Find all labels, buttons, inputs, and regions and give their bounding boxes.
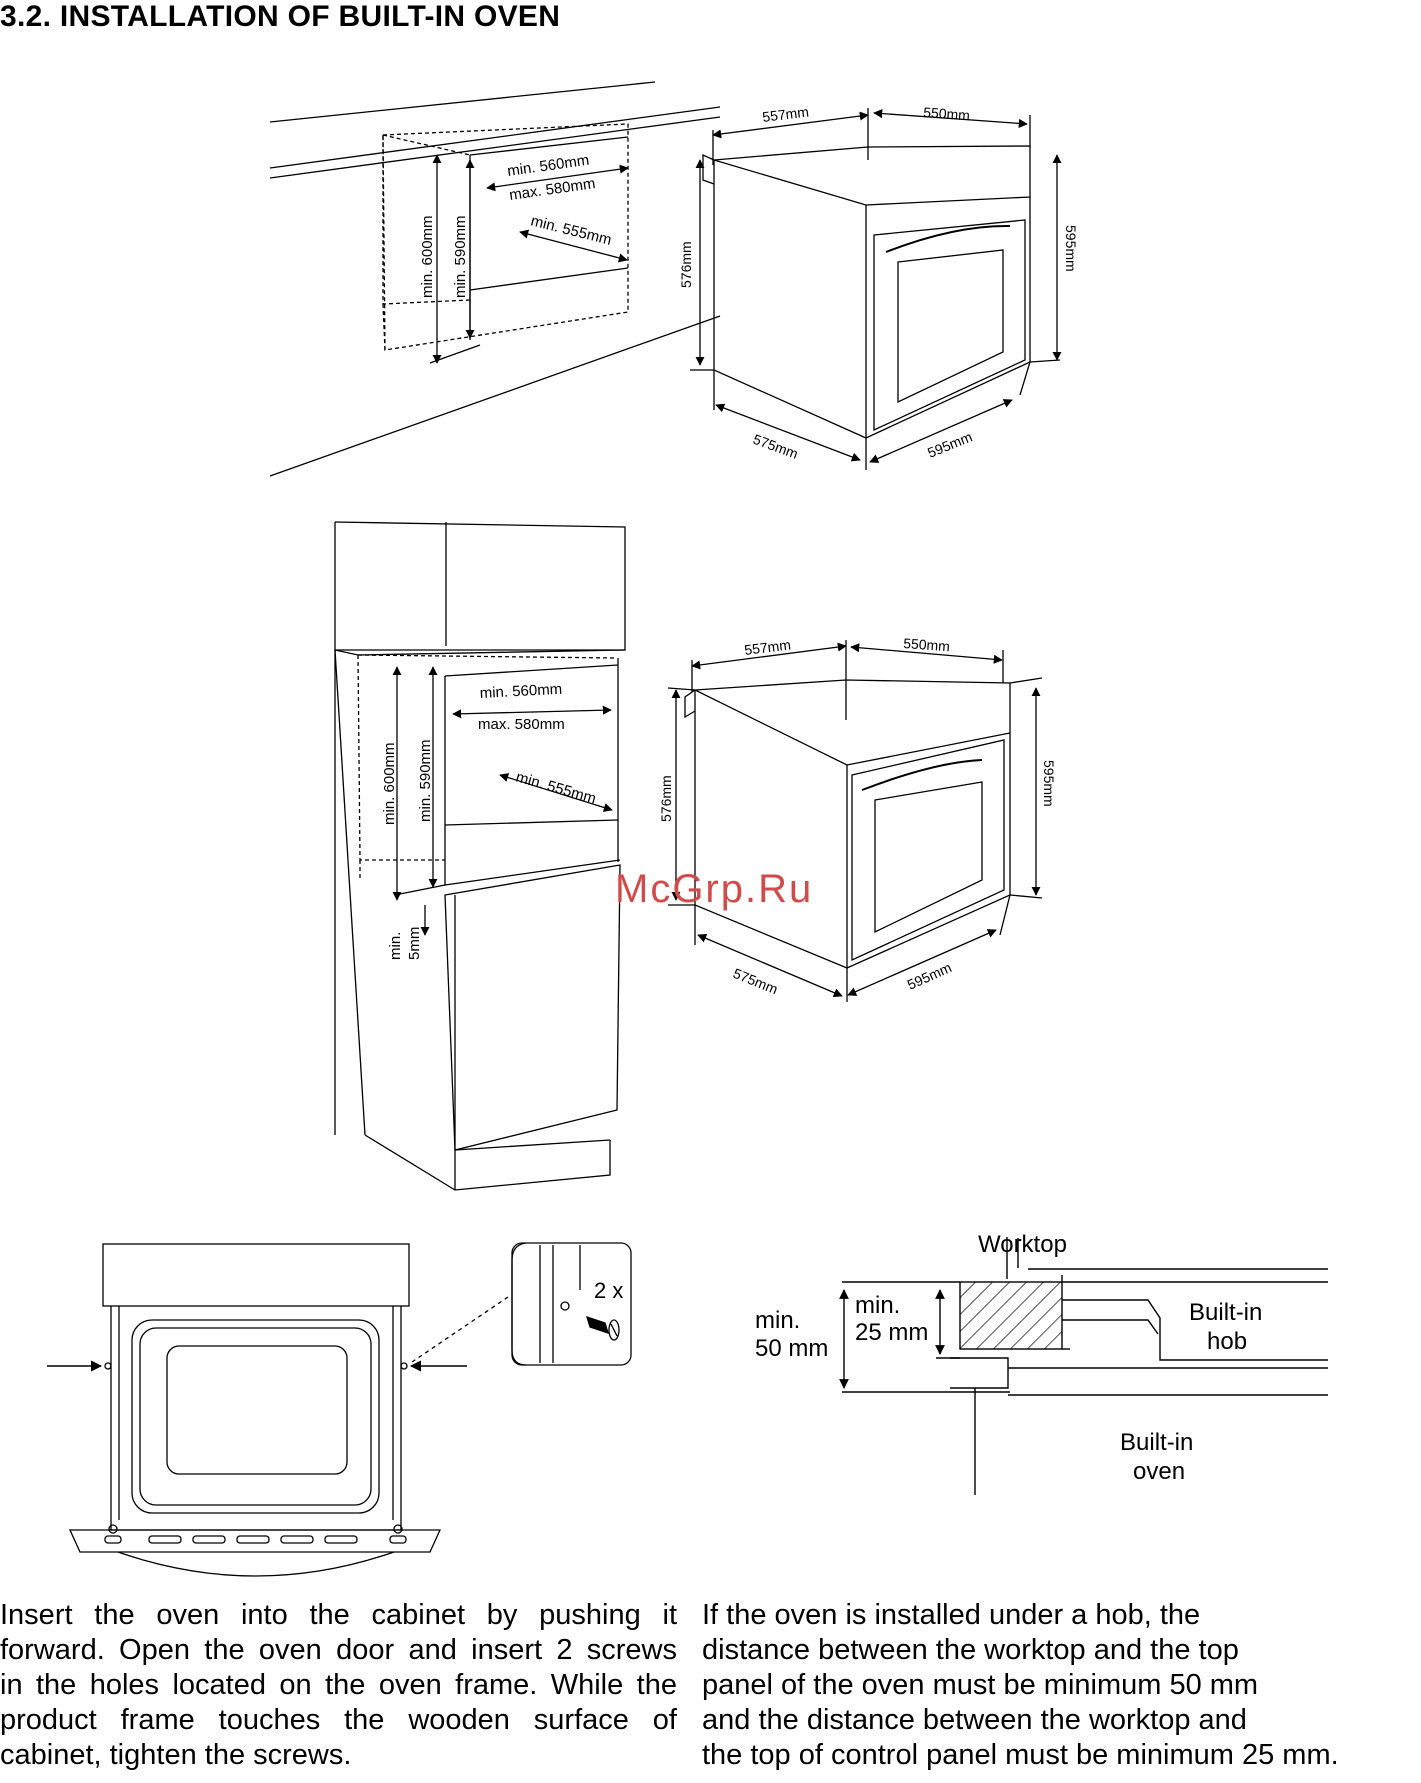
paragraph-line: cabinet, tighten the screws. (0, 1739, 352, 1771)
oven-bottom-depth: 575mm (751, 431, 800, 462)
oven-depth-top-left: 557mm (761, 103, 809, 125)
tall-oven-bottom-depth: 575mm (731, 965, 780, 997)
tall-niche-height-inner: min. 590mm (417, 739, 434, 822)
paragraph-line: Insert the oven into the cabinet by push… (0, 1599, 677, 1631)
tall-cabinet-figure (334, 521, 626, 1191)
paragraph-line: the top of control panel must be minimum… (702, 1739, 1339, 1771)
tall-niche-height-outer: min. 600mm (381, 742, 398, 825)
built-in-hob-line1: Built-in (1189, 1299, 1262, 1326)
tall-oven-height-left: 576mm (658, 775, 674, 822)
page-title: 3.2. INSTALLATION OF BUILT-IN OVEN (0, 0, 561, 33)
upper-oven-labels: 557mm 550mm 576mm 595mm 575mm 595mm (678, 103, 1079, 461)
worktop-label: Worktop (978, 1231, 1067, 1258)
built-in-oven-line1: Built-in (1120, 1429, 1193, 1456)
min-25-line2: 25 mm (855, 1319, 928, 1346)
watermark: McGrp.Ru (615, 867, 813, 911)
niche-depth-label: min. 555mm (529, 212, 613, 248)
tall-oven-figure (667, 640, 1043, 1002)
hinge-dots (104, 1524, 407, 1544)
niche-height-inner-label: min. 590mm (452, 215, 469, 298)
min-50-line1: min. (755, 1307, 800, 1334)
oven-height-right: 595mm (1063, 225, 1079, 272)
screw-instructions: Insert the oven into the cabinet by push… (0, 1598, 677, 1773)
tall-oven-bottom-width: 595mm (905, 959, 954, 993)
tall-oven-depth-top-right: 550mm (903, 635, 951, 654)
paragraph-line: If the oven is installed under a hob, th… (702, 1599, 1201, 1631)
screw-count-label: 2 x (594, 1278, 623, 1303)
min-25-line1: min. (855, 1292, 900, 1319)
paragraph-line: in the holes located on the oven frame. … (0, 1669, 677, 1701)
tall-oven-depth-top-left: 557mm (743, 636, 791, 658)
screw-fixing-figure (47, 1242, 632, 1577)
niche-width-max-label: max. 580mm (508, 175, 596, 204)
paragraph-line: forward. Open the oven door and insert 2… (0, 1634, 677, 1666)
tall-oven-height-right: 595mm (1041, 760, 1057, 807)
upper-oven-figure (690, 108, 1062, 470)
built-in-oven-line2: oven (1133, 1458, 1185, 1485)
hob-instructions: If the oven is installed under a hob, th… (702, 1598, 1412, 1773)
paragraph-line: and the distance between the worktop and (702, 1704, 1247, 1736)
niche-height-outer-label: min. 600mm (419, 215, 436, 298)
tall-cabinet-labels: min. 560mm max. 580mm min. 555mm min. 60… (381, 681, 598, 960)
tall-gap-label-2: 5mm (406, 927, 423, 960)
screw-icon (586, 1315, 620, 1341)
tall-niche-width-max: max. 580mm (478, 716, 565, 733)
tall-niche-depth: min. 555mm (514, 769, 598, 808)
oven-height-left: 576mm (678, 241, 694, 288)
paragraph-line: distance between the worktop and the top (702, 1634, 1239, 1666)
hob-section-figure (839, 1237, 1328, 1495)
tall-gap-label-1: min. (387, 932, 404, 960)
paragraph-line: panel of the oven must be minimum 50 mm (702, 1669, 1259, 1701)
hob-section-labels: Worktop min. 50 mm min. 25 mm Built-in h… (755, 1231, 1262, 1485)
paragraph-line: product frame touches the wooden surface… (0, 1704, 677, 1736)
upper-niche-figure (269, 81, 721, 477)
built-in-hob-line2: hob (1207, 1328, 1247, 1355)
min-50-line2: 50 mm (755, 1335, 828, 1362)
oven-bottom-width: 595mm (925, 428, 974, 460)
oven-depth-top-right: 550mm (923, 104, 971, 123)
tall-niche-width-min: min. 560mm (479, 681, 562, 702)
